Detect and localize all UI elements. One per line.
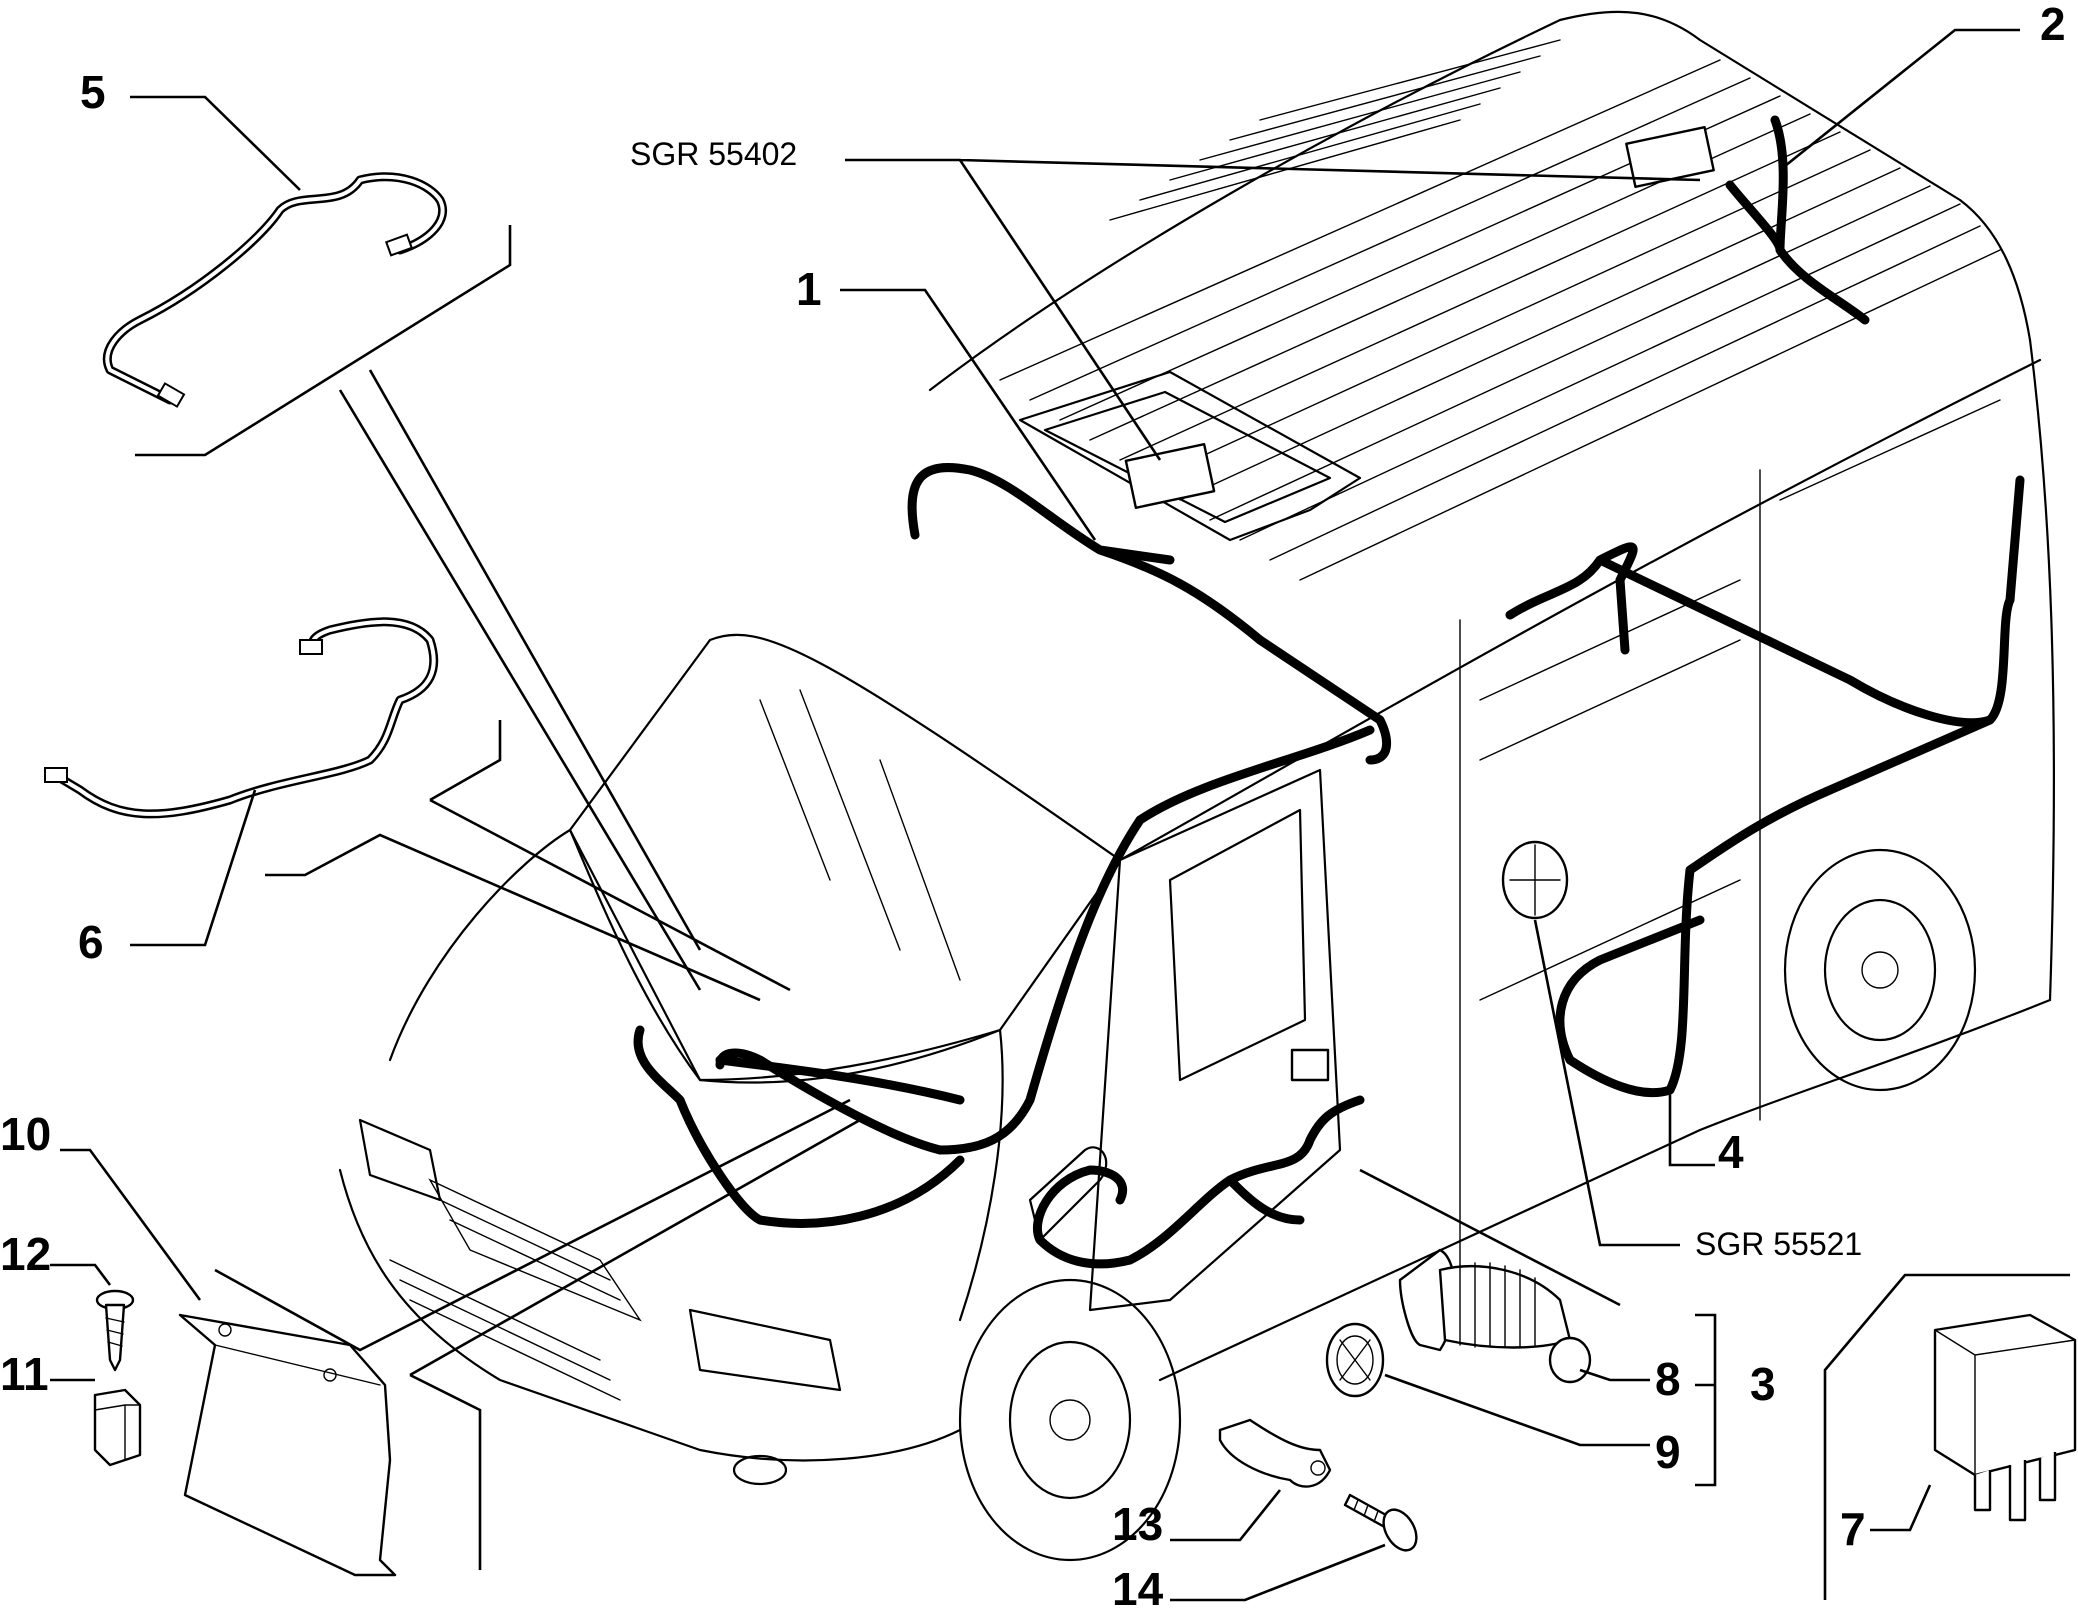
callout-4: 4 bbox=[1718, 1126, 1744, 1178]
van-rear-edge bbox=[2028, 338, 2056, 1002]
roof-module-front bbox=[1124, 443, 1216, 509]
leader-2 bbox=[1779, 28, 2020, 172]
rear-wheel bbox=[1783, 848, 1977, 1092]
door-handle bbox=[1290, 1048, 1330, 1082]
callout-3: 3 bbox=[1750, 1358, 1776, 1410]
harness-1-installed bbox=[907, 463, 1391, 765]
van-illustration bbox=[338, 10, 2056, 1562]
fog-lamp bbox=[732, 1454, 788, 1486]
a-pillar-harness bbox=[715, 725, 1375, 1155]
hood-outline bbox=[388, 828, 1004, 1322]
leader-4 bbox=[1668, 1090, 1715, 1167]
harness-8-installed bbox=[1032, 1095, 1365, 1269]
headlight-right bbox=[688, 1308, 842, 1392]
side-panels bbox=[1459, 399, 2001, 1301]
harness-3-installed bbox=[633, 1025, 965, 1228]
callout-6: 6 bbox=[78, 916, 104, 968]
installed-harnesses bbox=[633, 115, 2025, 1269]
leader-sgr-55402 bbox=[845, 158, 1701, 461]
leader-9 bbox=[1384, 1373, 1650, 1447]
leader-10 bbox=[60, 1148, 202, 1301]
harness-5 bbox=[102, 172, 448, 408]
van-roof-outline bbox=[928, 10, 2032, 392]
callout-1: 1 bbox=[796, 263, 822, 315]
callout-13: 13 bbox=[1112, 1498, 1163, 1550]
sunroof-frame bbox=[1018, 370, 1362, 542]
bracket-10 bbox=[178, 1313, 397, 1577]
leader-7 bbox=[1870, 1484, 1932, 1532]
fuel-cap-cross bbox=[1509, 844, 1561, 916]
callout-9: 9 bbox=[1655, 1426, 1681, 1478]
leader-harness-5-6-group bbox=[135, 225, 702, 991]
front-wheel bbox=[958, 1278, 1182, 1562]
side-mirror bbox=[1028, 1146, 1108, 1242]
harness-4-installed bbox=[1505, 475, 2025, 1098]
leader-lines bbox=[50, 28, 2070, 1602]
van-side-bottom bbox=[1158, 998, 2052, 1382]
callout-10: 10 bbox=[0, 1108, 51, 1160]
windshield-glare bbox=[759, 689, 961, 981]
leader-5 bbox=[130, 95, 301, 191]
clamp-13 bbox=[1218, 1418, 1332, 1488]
leader-harness-6-group bbox=[265, 720, 791, 1002]
leader-sgr-55521 bbox=[1533, 919, 1680, 1247]
callout-5: 5 bbox=[80, 66, 106, 118]
roof-ribs bbox=[999, 39, 2001, 581]
headlight-left bbox=[358, 1118, 442, 1202]
leader-3 bbox=[1695, 1313, 1717, 1487]
windshield-frame bbox=[568, 633, 1122, 1082]
callout-2: 2 bbox=[2040, 0, 2066, 50]
van-side-top bbox=[1118, 358, 2042, 862]
harness-6 bbox=[44, 617, 439, 819]
leader-6 bbox=[130, 789, 257, 947]
harness-2-installed bbox=[1725, 115, 1870, 325]
leader-bracket-group bbox=[214, 1098, 861, 1570]
leader-1 bbox=[840, 288, 1097, 541]
reference-sgr-55402: SGR 55402 bbox=[630, 136, 797, 172]
driver-door bbox=[1088, 768, 1342, 1312]
connector-8 bbox=[1398, 1248, 1592, 1384]
callout-8: 8 bbox=[1655, 1353, 1681, 1405]
reference-sgr-55521: SGR 55521 bbox=[1695, 1226, 1862, 1262]
grommet-9 bbox=[1325, 1322, 1385, 1398]
clip-11 bbox=[93, 1388, 142, 1467]
leader-8 bbox=[1359, 1168, 1650, 1382]
leader-14 bbox=[1170, 1543, 1386, 1602]
screw-14 bbox=[1343, 1493, 1418, 1552]
leader-relay-group bbox=[1823, 1273, 2070, 1600]
callout-14: 14 bbox=[1112, 1563, 1164, 1610]
screw-12 bbox=[95, 1289, 135, 1372]
front-grille bbox=[389, 1178, 642, 1401]
leader-12 bbox=[50, 1263, 112, 1286]
callout-12: 12 bbox=[0, 1228, 51, 1280]
callout-11: 11 bbox=[0, 1348, 49, 1400]
relay-7 bbox=[1933, 1313, 2077, 1522]
door-window bbox=[1168, 808, 1307, 1082]
callout-7: 7 bbox=[1840, 1503, 1866, 1555]
leader-13 bbox=[1170, 1489, 1282, 1542]
front-bumper bbox=[338, 1168, 962, 1462]
